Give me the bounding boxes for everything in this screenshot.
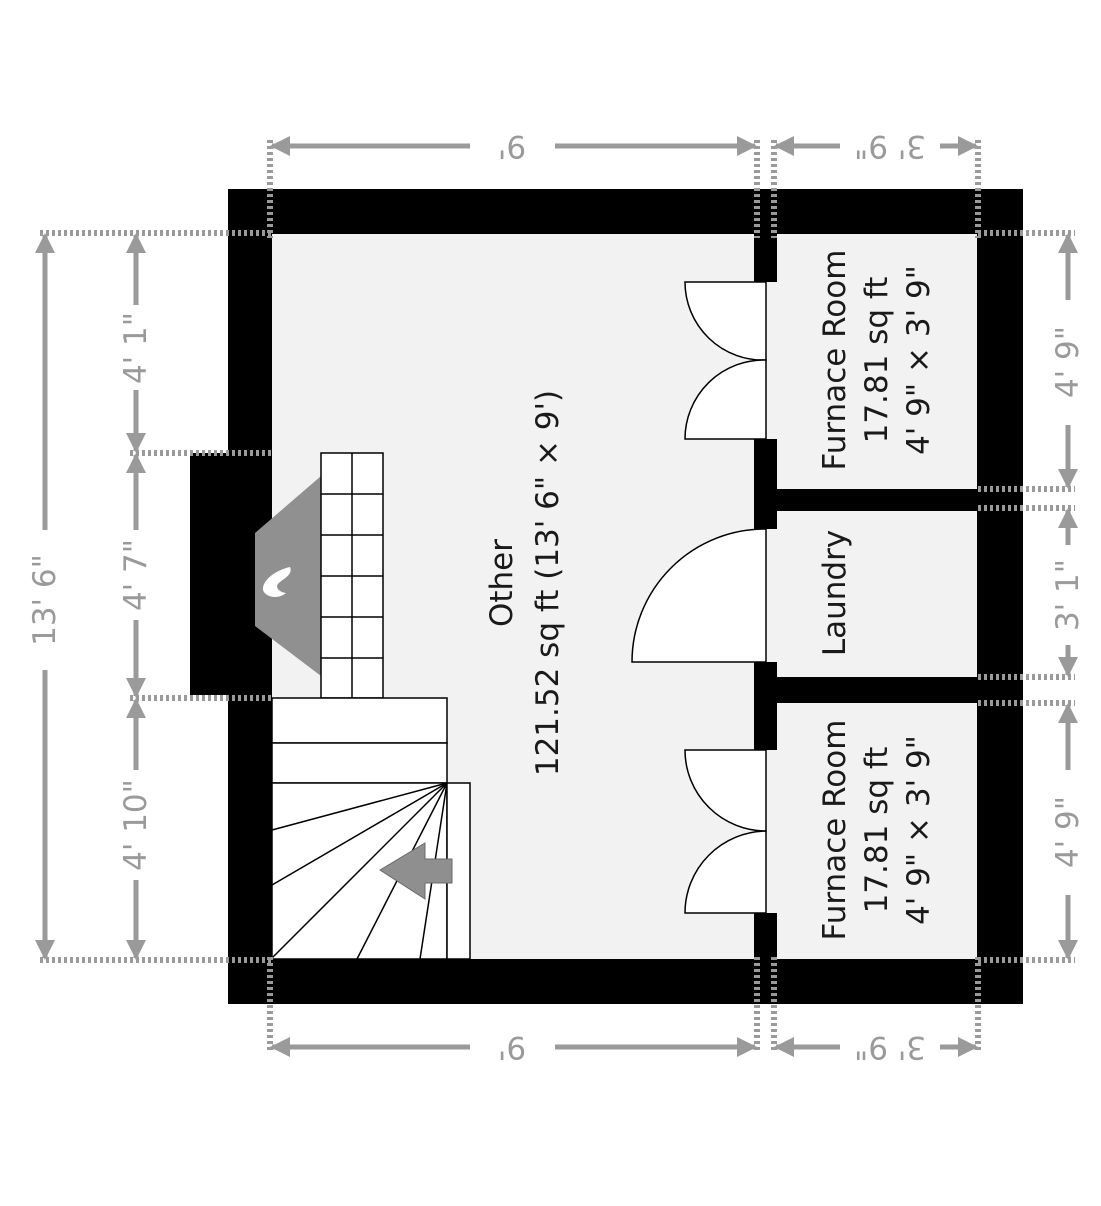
floor-laundry	[777, 511, 977, 677]
door-furnace-top	[684, 281, 767, 440]
room-area-furnace-top: 17.81 sq ft	[859, 277, 895, 444]
room-label-other: Other 121.52 sq ft (13' 6" × 9')	[484, 390, 566, 776]
dim-left-seg2: 4' 7"	[118, 539, 154, 611]
dim-right-seg3: 4' 9"	[1050, 796, 1086, 868]
fireplace	[255, 452, 384, 699]
dim-left-seg3: 4' 10"	[118, 779, 154, 871]
dim-top-left: 9'	[498, 128, 526, 164]
dimension-lines	[35, 136, 1078, 1057]
room-name-laundry: Laundry	[817, 530, 853, 656]
floor-furnace-room-bottom	[777, 703, 977, 959]
dim-bottom-left: 9'	[498, 1029, 526, 1065]
flame-icon	[262, 567, 291, 597]
dimension-labels: 9' 3' 9" 9' 3' 9" 13' 6" 4' 1" 4' 7" 4' …	[27, 128, 1086, 1065]
fireplace-tiles	[320, 452, 384, 699]
stairs	[271, 697, 471, 960]
room-label-furnace-bottom: Furnace Room 17.81 sq ft 4' 9" × 3' 9"	[817, 720, 937, 941]
room-name-furnace-top: Furnace Room	[817, 250, 853, 471]
dim-bottom-right: 3' 9"	[854, 1029, 926, 1065]
room-name-furnace-bottom: Furnace Room	[817, 720, 853, 941]
dim-top-right: 3' 9"	[854, 128, 926, 164]
fireplace-hearth	[255, 476, 321, 676]
door-furnace-bottom	[684, 749, 767, 914]
floor-furnace-room-top	[777, 234, 977, 489]
room-label-laundry: Laundry	[817, 530, 853, 656]
doors	[631, 281, 779, 914]
dim-left-seg1: 4' 1"	[118, 312, 154, 384]
dim-left-total: 13' 6"	[27, 554, 63, 646]
room-label-furnace-top: Furnace Room 17.81 sq ft 4' 9" × 3' 9"	[817, 250, 937, 471]
room-name-other: Other	[484, 539, 520, 627]
room-size-other: 121.52 sq ft (13' 6" × 9')	[530, 390, 566, 776]
room-labels: Other 121.52 sq ft (13' 6" × 9') Furnace…	[484, 250, 937, 941]
arrow-icon	[379, 842, 453, 900]
room-area-furnace-bottom: 17.81 sq ft	[859, 747, 895, 914]
dim-right-seg1: 4' 9"	[1050, 326, 1086, 398]
door-laundry	[631, 528, 767, 663]
room-size-furnace-bottom: 4' 9" × 3' 9"	[901, 735, 937, 925]
room-size-furnace-top: 4' 9" × 3' 9"	[901, 265, 937, 455]
dim-right-seg2: 3' 1"	[1050, 559, 1086, 631]
